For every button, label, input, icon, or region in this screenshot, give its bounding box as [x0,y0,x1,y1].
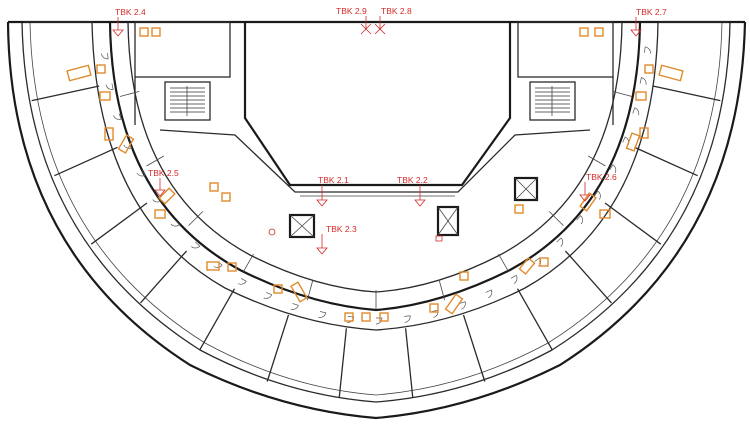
inner-partition [243,253,254,272]
svg-text:TBK 2.1: TBK 2.1 [318,175,349,185]
inner-partition [612,91,633,97]
partition-wall [31,85,100,102]
tag-tbk-2-5: TBK 2.5 [148,168,179,197]
svg-text:TBK 2.9: TBK 2.9 [336,6,367,16]
door-swing [639,77,647,85]
door-swing [290,303,299,310]
door-swing [576,215,583,225]
inner-partition [188,211,204,226]
door-swing [556,237,564,247]
stair-left [164,81,211,121]
door-swing [136,169,146,177]
core-blocks [134,21,614,125]
tag-tbk-2-4: TBK 2.4 [112,7,146,37]
door-swing [485,289,493,299]
door-swing [263,292,273,299]
inner-partition [498,253,509,272]
door-swing [237,277,247,285]
room-partitions [24,21,728,398]
tag-tbk-2-8: TBK 2.8 [374,6,412,35]
door-swing [632,107,640,116]
tag-tbk-2-6: TBK 2.6 [579,172,617,202]
tag-tbk-2-2: TBK 2.2 [397,175,428,207]
door-swing [510,274,518,284]
svg-text:TBK 2.5: TBK 2.5 [148,168,179,178]
elevator-shafts [288,176,539,239]
door-swing [101,52,109,60]
fixtures [66,27,684,322]
partition-wall [564,250,612,304]
door-swing [213,261,223,268]
partition-wall [634,146,698,177]
partition-wall [54,146,118,177]
door-swing [404,315,411,323]
partition-wall [604,202,662,245]
inner-partition [548,211,564,226]
svg-text:TBK 2.7: TBK 2.7 [636,7,667,17]
door-swing [170,219,180,227]
door-swing [534,257,542,267]
door-swing [594,190,601,200]
door-swing [318,311,327,318]
svg-text:TBK 2.8: TBK 2.8 [381,6,412,16]
inner-partition [307,280,313,301]
door-swing [644,46,651,54]
partition-wall [462,314,486,382]
partition-wall [90,202,148,245]
partition-wall [338,328,348,398]
door-swing [459,301,466,310]
partition-wall [140,250,188,304]
outer-shell [6,20,747,420]
stair-right [529,81,576,121]
partition-wall [516,288,553,350]
tag-tbk-2-3: TBK 2.3 [268,224,443,255]
door-swing [113,113,122,120]
inner-partition [439,280,445,301]
door-swing [191,241,201,249]
inner-partition [587,155,606,167]
svg-text:TBK 2.4: TBK 2.4 [115,7,146,17]
atrium [159,22,591,197]
door-swing [609,164,617,174]
inner-partition [146,155,165,167]
partition-wall [652,85,721,102]
door-swing [105,83,114,90]
svg-text:TBK 2.2: TBK 2.2 [397,175,428,185]
tag-tbk-2-9: TBK 2.9 [336,6,372,35]
tag-tbk-2-1: TBK 2.1 [316,175,349,207]
tbk-annotations: TBK 2.4 TBK 2.9 TBK 2.8 TBK 2.7 TBK 2.5 [112,6,667,255]
svg-text:TBK 2.6: TBK 2.6 [586,172,617,182]
svg-text:TBK 2.3: TBK 2.3 [326,224,357,234]
inner-partition [119,91,140,97]
partition-wall [199,288,236,350]
partition-wall [266,314,290,382]
partition-wall [404,328,414,398]
tag-tbk-2-7: TBK 2.7 [630,7,667,37]
